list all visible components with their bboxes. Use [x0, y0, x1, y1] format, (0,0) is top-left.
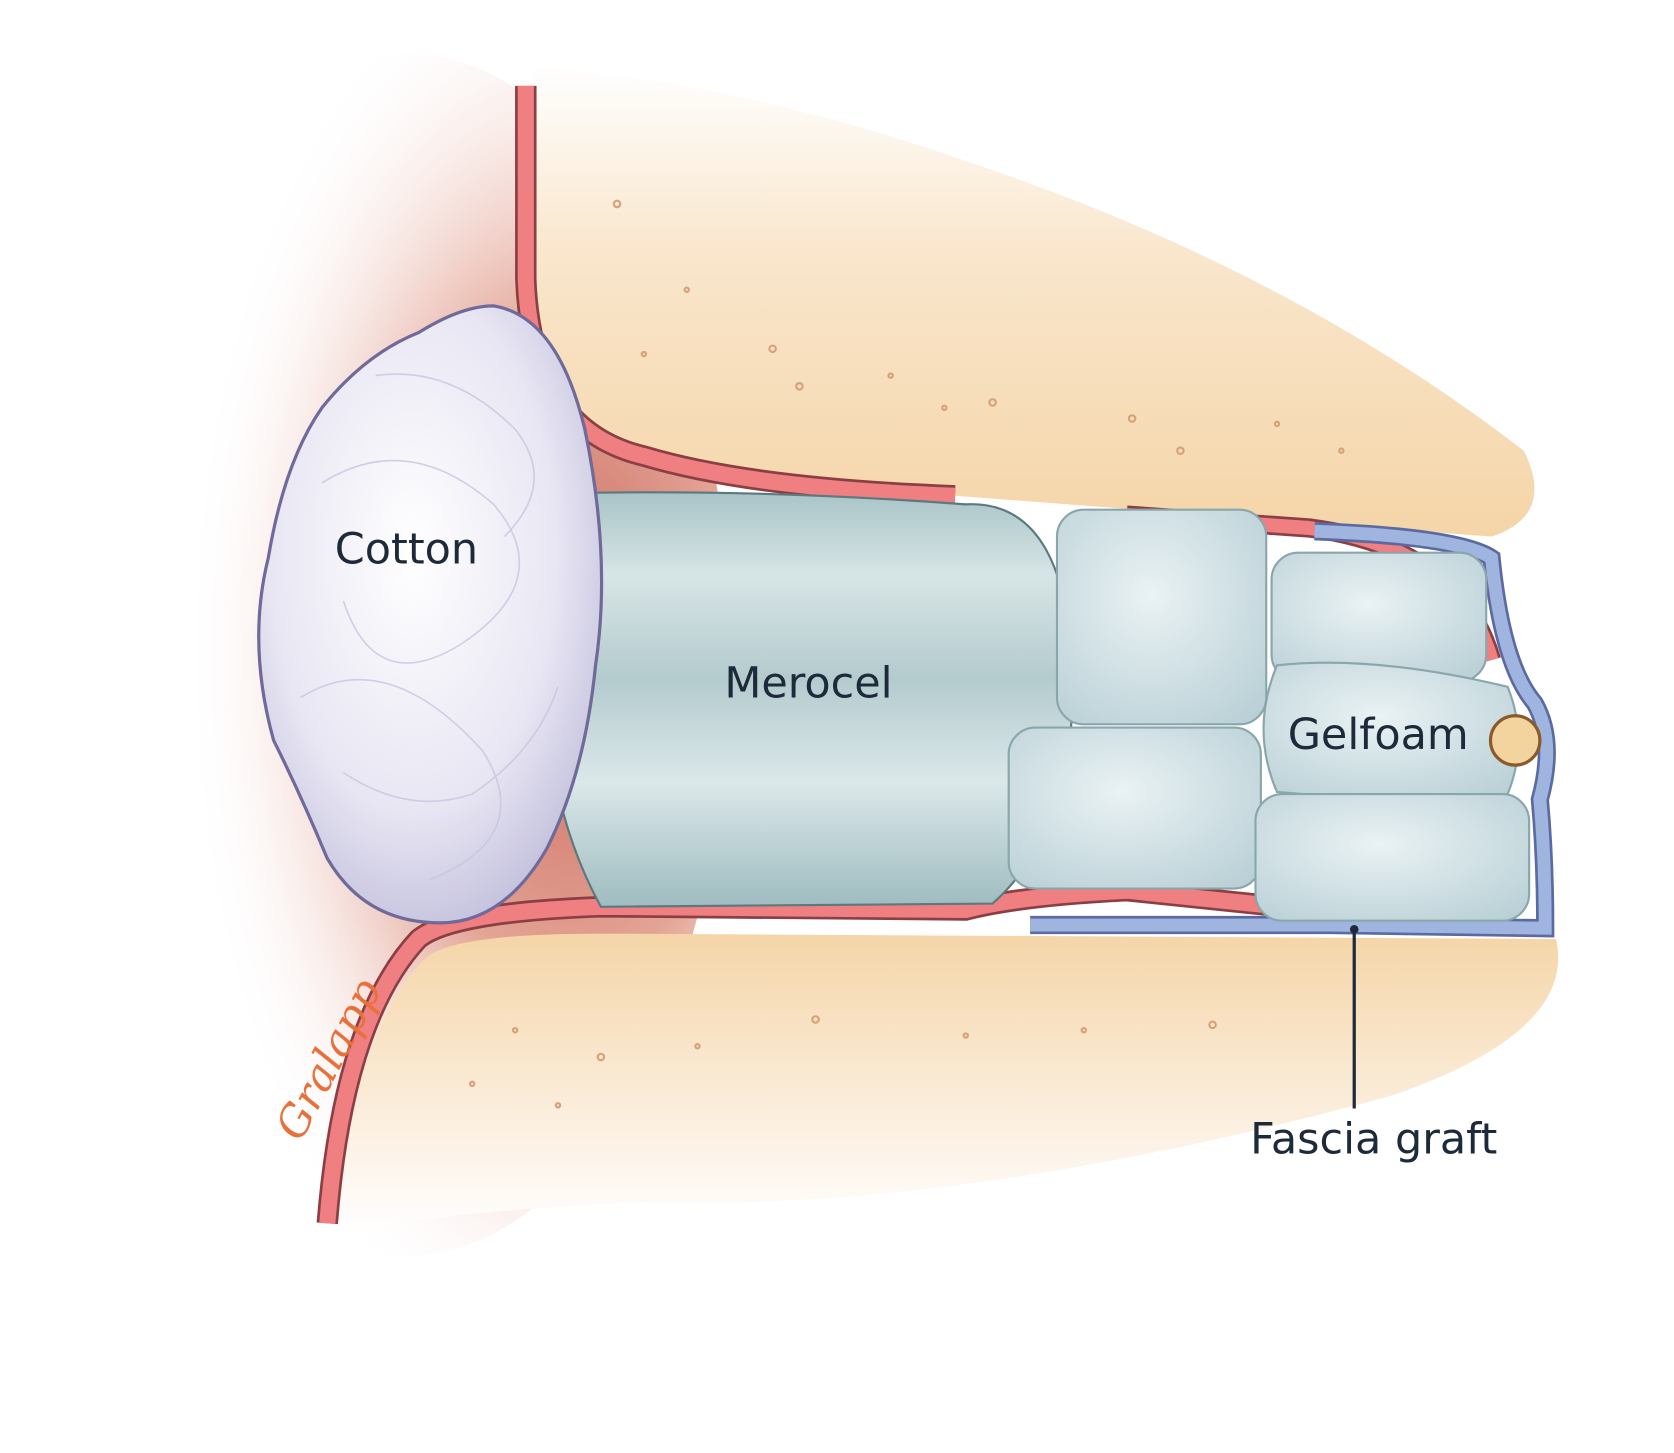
bone-inferior	[332, 933, 1559, 1235]
gelfoam-pieces	[1007, 508, 1531, 922]
gelfoam-piece	[1254, 793, 1531, 922]
label-gelfoam: Gelfoam	[1288, 710, 1469, 760]
bone-speckles	[468, 199, 1345, 1109]
cotton-ball	[257, 304, 604, 925]
fascia-graft	[1030, 524, 1554, 935]
gelfoam-piece	[1270, 551, 1488, 683]
gelfoam-piece	[1007, 726, 1262, 890]
gelfoam-piece	[1055, 508, 1268, 726]
label-fascia-graft: Fascia graft	[1250, 1115, 1497, 1165]
label-cotton: Cotton	[335, 524, 478, 574]
label-merocel: Merocel	[724, 659, 892, 709]
fascia-leader-dot	[1349, 925, 1359, 934]
graft-anchor-circle	[1488, 714, 1542, 767]
bone-superior	[531, 64, 1535, 537]
cotton-fibers	[300, 373, 559, 881]
